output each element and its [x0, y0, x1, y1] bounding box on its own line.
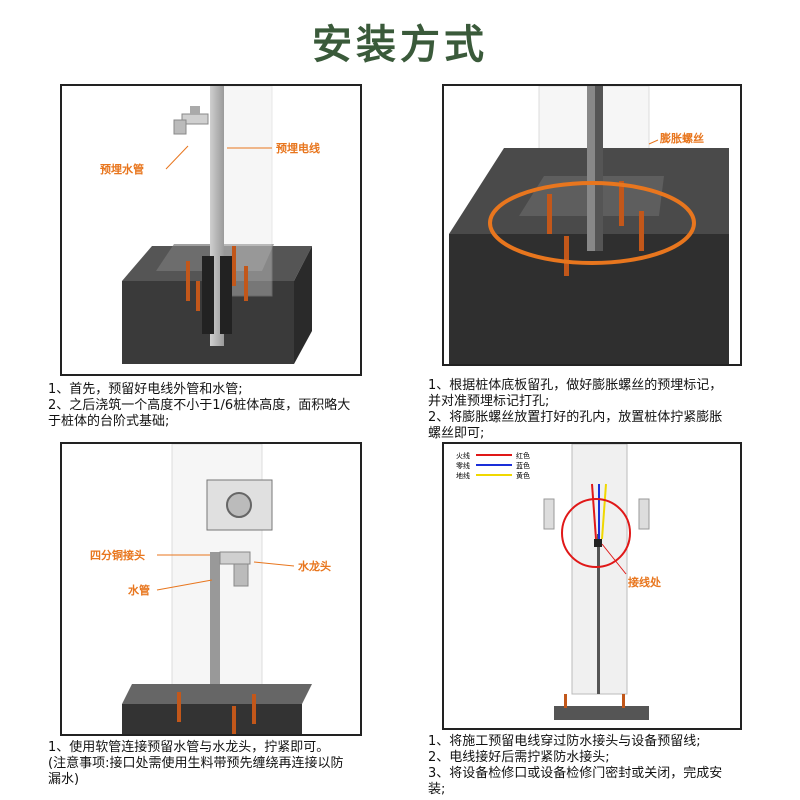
caption-panel-1: 1、首先，预留好电线外管和水管; 2、之后浇筑一个高度不小于1/6桩体高度，面积…	[48, 382, 350, 430]
caption-line: 3、将设备检修口或设备检修门密封或关闭，完成安	[428, 766, 723, 781]
caption-line: 2、将膨胀螺丝放置打好的孔内，放置桩体拧紧膨胀	[428, 410, 723, 425]
expansion-bolts-illustration: 膨胀螺丝	[449, 86, 729, 364]
legend-color: 黄色	[516, 471, 530, 480]
water-pipe	[210, 552, 220, 702]
faucet-icon	[173, 106, 209, 135]
label-pipe: 水管	[128, 583, 150, 597]
legend-color: 红色	[516, 451, 530, 460]
foundation-side	[294, 246, 312, 364]
caption-line: 1、首先，预留好电线外管和水管;	[48, 382, 243, 397]
caption-panel-3: 1、使用软管连接预留水管与水龙头，拧紧即可。 (注意事项:接口处需使用生料带预先…	[48, 740, 343, 788]
caption-panel-4: 1、将施工预留电线穿过防水接头与设备预留线; 2、电线接好后需拧紧防水接头; 3…	[428, 734, 722, 798]
wiring-illustration: 接线处 火线 红色 零线 蓝色 地线 黄色	[456, 444, 662, 720]
panel-hose-connection: 四分铜接头 水龙头 水管	[60, 442, 362, 736]
caption-line: 装;	[428, 782, 446, 797]
caption-line: 2、之后浇筑一个高度不小于1/6桩体高度，面积略大	[48, 398, 351, 413]
junction-highlight-circle	[561, 498, 631, 568]
label-faucet: 水龙头	[298, 559, 331, 573]
foundation-pipes-illustration: 预埋水管 预埋电线	[100, 86, 320, 364]
caption-line: (注意事项:接口处需使用生料带预先缠绕再连接以防	[48, 756, 344, 771]
caption-line: 并对准预埋标记打孔;	[428, 394, 550, 409]
bolt-highlight-circle	[488, 181, 696, 265]
legend-color: 蓝色	[516, 461, 530, 470]
legend-name: 火线	[456, 451, 470, 460]
page-title: 安装方式	[312, 22, 488, 68]
label-bolt: 膨胀螺丝	[659, 131, 704, 145]
wire-legend: 火线 红色 零线 蓝色 地线 黄色	[456, 451, 530, 480]
panel-expansion-bolts: 膨胀螺丝	[442, 84, 742, 366]
label-junction: 接线处	[628, 575, 662, 589]
caption-panel-2: 1、根据桩体底板留孔，做好膨胀螺丝的预埋标记， 并对准预埋标记打孔; 2、将膨胀…	[428, 378, 722, 442]
wire-conduit	[597, 534, 600, 694]
caption-line: 1、将施工预留电线穿过防水接头与设备预留线;	[428, 734, 701, 749]
caption-line: 漏水)	[48, 772, 80, 787]
control-box-icon	[206, 479, 273, 531]
label-connector: 四分铜接头	[90, 548, 145, 562]
panel-wiring: 接线处 火线 红色 零线 蓝色 地线 黄色	[442, 442, 742, 730]
bolt-icons	[547, 181, 644, 276]
embedded-water-pipe	[202, 256, 214, 334]
label-water-pipe: 预埋水管	[100, 162, 144, 176]
bolt-icons	[186, 246, 248, 311]
label-wire: 预埋电线	[276, 141, 320, 155]
panel-foundation-pipes: 预埋水管 预埋电线	[60, 84, 362, 376]
junction-connector	[594, 539, 602, 547]
hose-connection-illustration: 四分铜接头 水龙头 水管	[90, 444, 331, 734]
legend-name: 地线	[456, 471, 470, 480]
caption-line: 螺丝即可;	[428, 426, 485, 441]
caption-line: 2、电线接好后需拧紧防水接头;	[428, 750, 610, 765]
caption-line: 1、使用软管连接预留水管与水龙头，拧紧即可。	[48, 740, 330, 755]
caption-line: 1、根据桩体底板留孔，做好膨胀螺丝的预埋标记，	[428, 378, 723, 393]
foundation-block	[122, 704, 302, 734]
foundation-block	[554, 706, 649, 720]
legend-name: 零线	[456, 461, 470, 470]
caption-line: 于桩体的台阶式基础;	[48, 414, 170, 429]
faucet-icon	[219, 551, 251, 587]
foundation-front	[449, 234, 729, 364]
